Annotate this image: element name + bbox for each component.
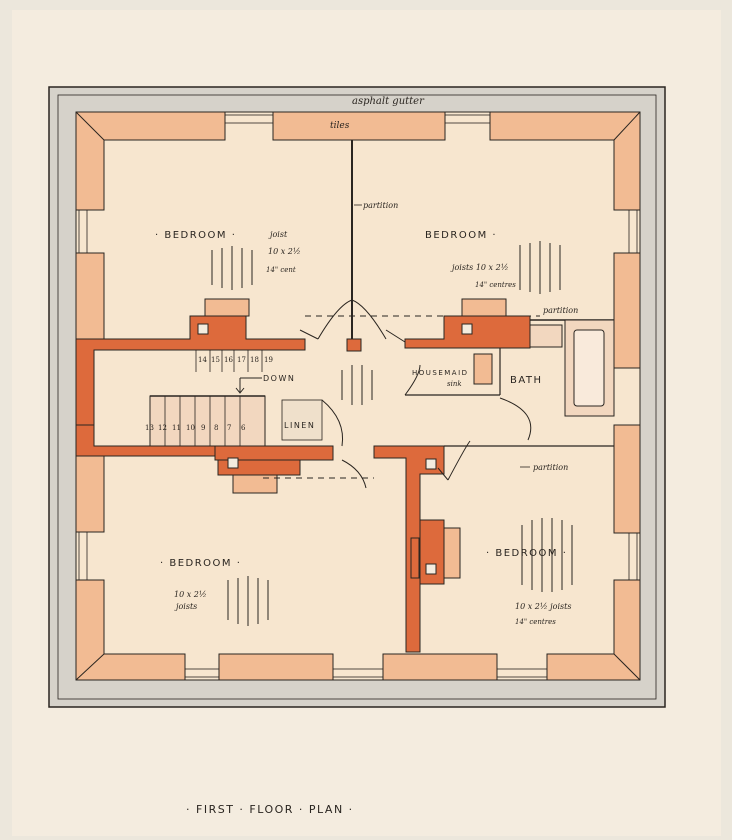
- chimney-breasts: [204, 298, 507, 579]
- step-17: 17: [237, 356, 246, 364]
- bedroom-nw-joist-1: joist: [268, 230, 288, 239]
- step-7: 7: [227, 424, 231, 432]
- bath-tub: [573, 329, 605, 407]
- linen-label: LINEN: [284, 421, 315, 430]
- bedroom-nw-joist-2: 10 x 2½: [268, 247, 301, 256]
- step-12: 12: [158, 424, 167, 432]
- joist-lines: [211, 241, 573, 626]
- bedroom-ne-joist-1: joists 10 x 2½: [450, 263, 508, 272]
- flues: [197, 323, 473, 575]
- bedroom-sw-joist-1: 10 x 2½: [174, 590, 207, 599]
- roof-inner-line: [57, 94, 657, 700]
- step-16: 16: [224, 356, 233, 364]
- step-9: 9: [201, 424, 205, 432]
- housemaid-sink: [473, 353, 493, 385]
- partition-note-bath: partition: [543, 306, 578, 315]
- step-19: 19: [264, 356, 273, 364]
- step-11: 11: [172, 424, 181, 432]
- down-label: DOWN: [263, 374, 295, 383]
- stair-step-numbers-lower: 13 12 11 10 9 8 7 6: [145, 424, 246, 432]
- step-8: 8: [214, 424, 218, 432]
- partition-note-lower: partition: [533, 463, 568, 472]
- linen-cupboard: [281, 399, 323, 441]
- plan-title: · FIRST · FLOOR · PLAN ·: [186, 803, 354, 816]
- down-arrow: [235, 377, 262, 394]
- bath-cupboard: [529, 324, 563, 348]
- step-13: 13: [145, 424, 154, 432]
- bedroom-se-joist-2: 14" centres: [515, 618, 556, 626]
- stair-well: [149, 395, 266, 447]
- step-18: 18: [250, 356, 259, 364]
- step-6: 6: [241, 424, 246, 432]
- bedroom-se-joist-1: 10 x 2½ joists: [515, 602, 571, 611]
- windows: [78, 114, 638, 678]
- stair-step-numbers-upper: 14 15 16 17 18 19: [198, 356, 273, 364]
- perimeter-walls: [75, 111, 641, 681]
- sink-label: sink: [447, 380, 462, 388]
- housemaid-label: HOUSEMAID: [412, 369, 469, 377]
- step-10: 10: [186, 424, 195, 432]
- leader-lines: [354, 204, 530, 468]
- corner-miters: [75, 111, 641, 681]
- bedroom-nw-label: · BEDROOM ·: [155, 230, 236, 241]
- bedroom-ne-label: BEDROOM ·: [425, 230, 497, 241]
- bedroom-ne-joist-2: 14" centres: [475, 281, 516, 289]
- stair-treads: [150, 350, 266, 446]
- tiles-note: tiles: [330, 121, 350, 131]
- bedroom-se-label: · BEDROOM ·: [486, 548, 567, 559]
- bath-label: BATH: [510, 375, 543, 386]
- bedroom-sw-label: · BEDROOM ·: [160, 558, 241, 569]
- step-15: 15: [211, 356, 220, 364]
- step-14: 14: [198, 356, 207, 364]
- door-swings: [299, 299, 532, 489]
- partition-note-top: partition: [363, 201, 398, 210]
- bedroom-nw-joist-3: 14" cent: [266, 266, 296, 274]
- bedroom-sw-joist-2: joists: [174, 602, 197, 611]
- gutter-note: asphalt gutter: [352, 96, 425, 107]
